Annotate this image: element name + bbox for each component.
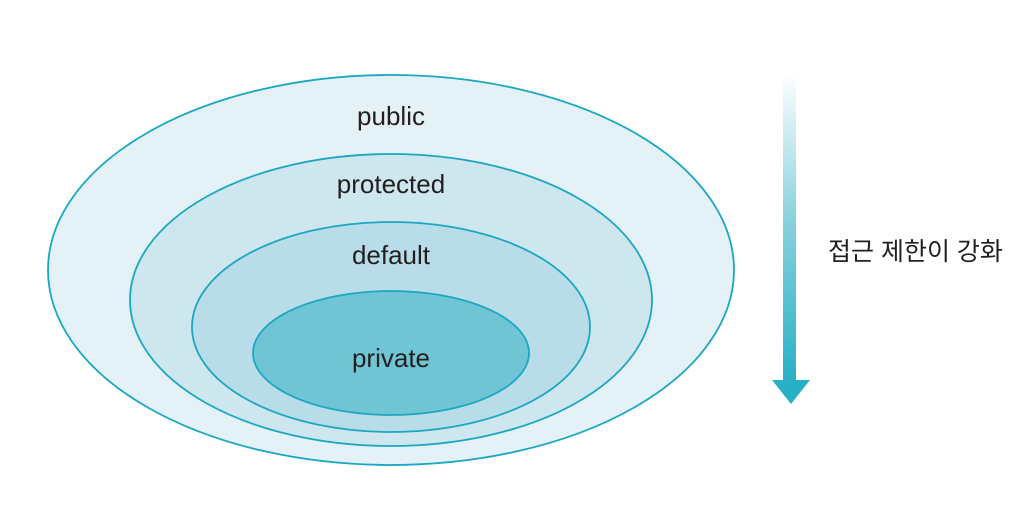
ring-label-default: default [352, 240, 431, 270]
down-arrow-shaft [783, 73, 796, 382]
annotation-access-restriction: 접근 제한이 강화 [828, 238, 1003, 266]
ellipse-private [252, 290, 530, 416]
down-arrow-head [772, 380, 810, 404]
down-arrow-icon [772, 73, 810, 404]
ring-label-protected: protected [337, 169, 445, 199]
ring-label-public: public [357, 101, 425, 131]
ring-label-private: private [352, 343, 430, 373]
